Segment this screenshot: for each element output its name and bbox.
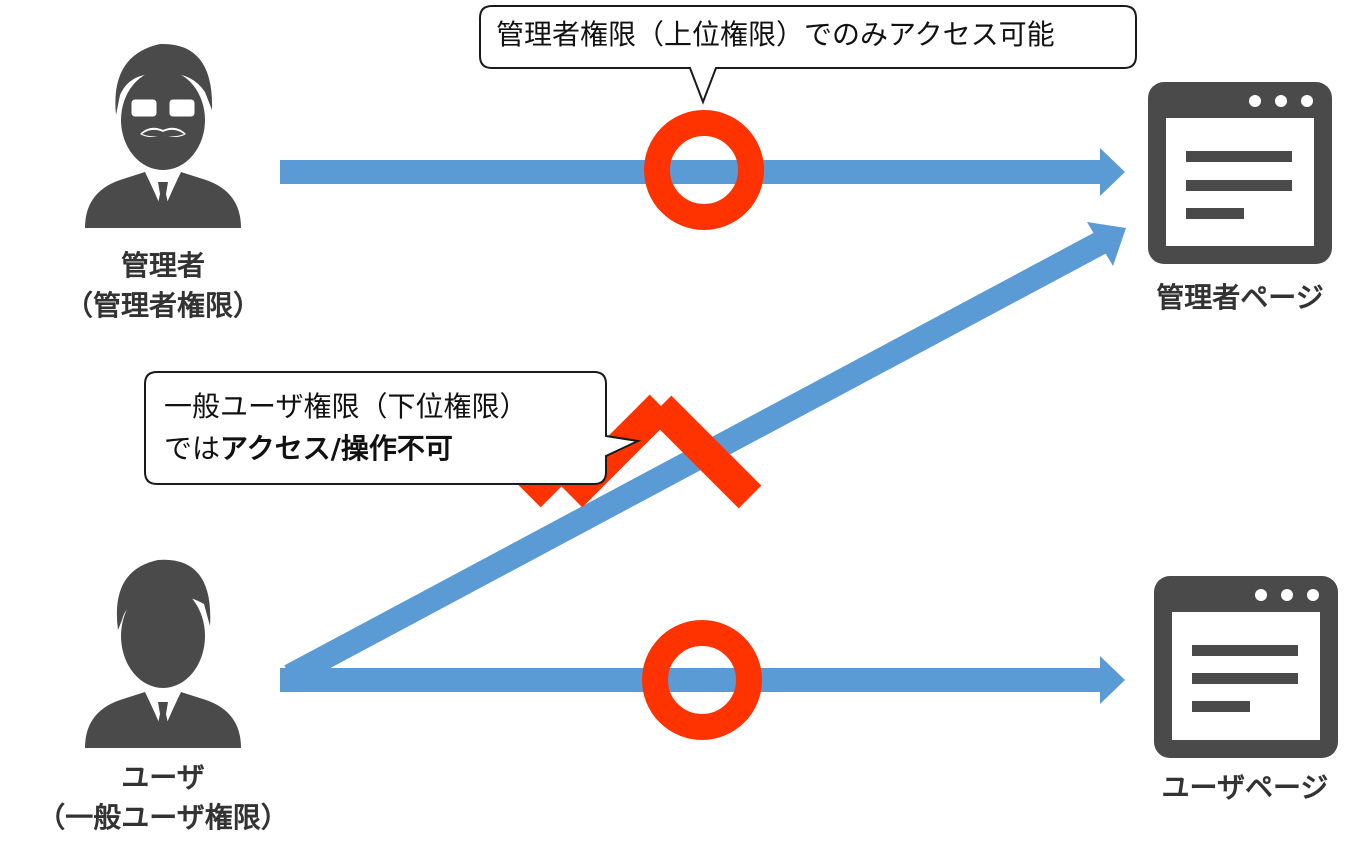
user-label: ユーザ （一般ユーザ権限） bbox=[20, 758, 306, 838]
admin-label: 管理者 （管理者権限） bbox=[40, 246, 286, 326]
user-person-icon bbox=[85, 559, 241, 748]
admin-name: 管理者 bbox=[120, 249, 205, 282]
callout-top-text: 管理者権限（上位権限）でのみアクセス可能 bbox=[496, 18, 1055, 51]
user-page-icon bbox=[1154, 576, 1338, 758]
callout-middle-bubble bbox=[144, 371, 642, 485]
user-name: ユーザ bbox=[121, 761, 205, 794]
allowed-mark-admin bbox=[644, 110, 764, 230]
admin-page-icon bbox=[1148, 82, 1332, 264]
admin-page-label: 管理者ページ bbox=[1156, 281, 1324, 314]
user-page-label: ユーザページ bbox=[1161, 771, 1329, 804]
user-role: （一般ユーザ権限） bbox=[37, 801, 289, 834]
callout-middle-line1: 一般ユーザ権限（下位権限） bbox=[164, 390, 528, 423]
callout-top-bubble bbox=[479, 5, 1137, 105]
callout-middle-text: 一般ユーザ権限（下位権限） ではアクセス/操作不可 bbox=[164, 386, 527, 470]
arrow-user-to-user-page bbox=[280, 656, 1125, 704]
arrow-admin-to-admin-page bbox=[280, 148, 1125, 196]
admin-role: （管理者権限） bbox=[64, 289, 261, 322]
callout-middle-line2: ではアクセス/操作不可 bbox=[164, 432, 453, 465]
admin-person-icon bbox=[85, 43, 241, 228]
allowed-mark-user bbox=[642, 620, 762, 740]
callout-middle-emphasis: アクセス/操作不可 bbox=[220, 432, 453, 465]
